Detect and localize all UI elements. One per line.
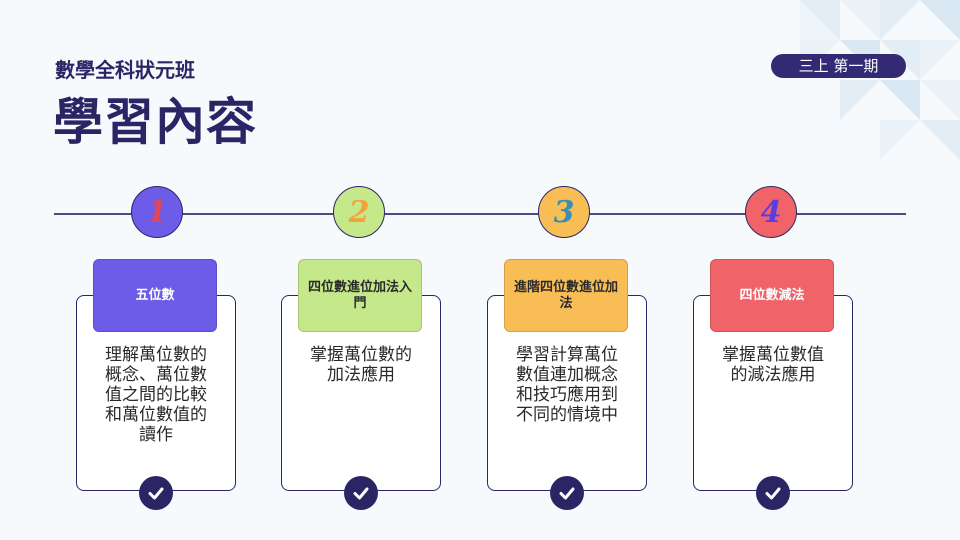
step-number: 1 [146, 194, 168, 230]
step-number: 2 [348, 194, 370, 230]
course-name: 數學全科狀元班 [55, 58, 195, 82]
step-number-circle: 3 [538, 186, 590, 238]
step-label: 四位數減法 [710, 259, 834, 332]
check-circle-icon [139, 476, 173, 510]
step-number-circle: 2 [333, 186, 385, 238]
step-number-circle: 1 [131, 186, 183, 238]
check-circle-icon [756, 476, 790, 510]
step-description: 掌握萬位數的加法應用 [310, 345, 412, 385]
step-number-circle: 4 [745, 186, 797, 238]
step-number: 3 [553, 194, 575, 230]
page-title: 學習內容 [53, 93, 257, 151]
check-circle-icon [550, 476, 584, 510]
term-badge: 三上 第一期 [771, 54, 906, 78]
decorative-triangles [800, 0, 960, 160]
check-circle-icon [344, 476, 378, 510]
timeline-line [54, 213, 906, 215]
step-description: 掌握萬位數值的減法應用 [722, 345, 824, 385]
step-number: 4 [760, 194, 782, 230]
step-label: 四位數進位加法入門 [298, 259, 422, 332]
step-label: 進階四位數進位加法 [504, 259, 628, 332]
step-description: 學習計算萬位數值連加概念和技巧應用到不同的情境中 [516, 345, 618, 425]
step-description: 理解萬位數的概念、萬位數值之間的比較和萬位數值的讀作 [105, 345, 207, 445]
step-label: 五位數 [93, 259, 217, 332]
